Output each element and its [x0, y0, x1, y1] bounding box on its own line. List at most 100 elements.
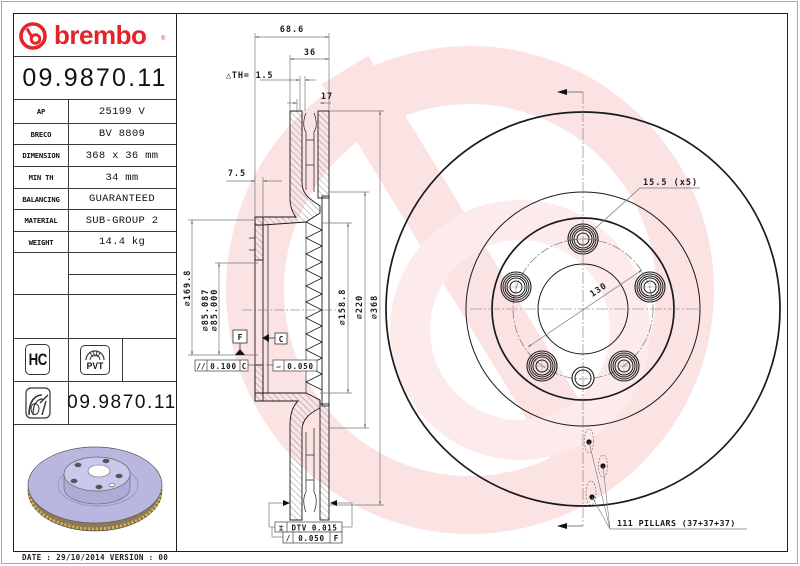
runout-frame: / 0.050 F — [271, 527, 343, 544]
vane-strip — [321, 195, 330, 407]
svg-text:F: F — [238, 333, 243, 342]
lower-right-plate — [319, 403, 330, 521]
svg-text:C: C — [279, 335, 284, 344]
pillars-label: 111 PILLARS (37+37+37) — [617, 518, 736, 528]
brand-name: brembo — [54, 20, 147, 50]
parallelism-frame: // 0.100 C — [194, 359, 256, 372]
badge-row: HC PVT — [14, 338, 176, 381]
spec-table: brembo ® 09.9870.11 AP 25199 V BRECO BV … — [13, 13, 177, 552]
dtv-frame: ⌶ DTV 0.015 — [268, 500, 353, 533]
brake-disc-render — [27, 446, 163, 532]
logo-row: brembo ® — [14, 14, 176, 56]
dim-thickness: 36 — [304, 48, 316, 58]
column-divider — [68, 253, 69, 294]
dim-overall-height: 68.6 — [280, 25, 304, 35]
spec-label: AP — [14, 100, 69, 123]
svg-text://: // — [196, 362, 206, 371]
gdt-annotations: F C // 0.100 C ▱ 0.050 — [194, 329, 353, 544]
bolt-hole — [500, 271, 532, 303]
part-number-row: 09.9870.11 — [14, 56, 176, 99]
vent-arc-icon — [85, 350, 105, 361]
bolt-hole — [608, 350, 640, 382]
spec-value: GUARANTEED — [88, 193, 155, 205]
spec-value: 368 x 36 mm — [85, 149, 159, 162]
dim-dia-center-max: ⌀85.087 — [201, 289, 211, 332]
flatness-frame: ▱ 0.050 — [266, 359, 318, 372]
dim-vane-width: 17 — [321, 92, 333, 102]
part-number: 09.9870.11 — [22, 63, 168, 92]
svg-text:0.050: 0.050 — [287, 362, 314, 371]
spec-label: BRECO — [14, 124, 69, 144]
upper-right-plate — [317, 110, 330, 199]
dim-dia-inner: ⌀158.8 — [338, 289, 348, 326]
datum-c: C — [262, 332, 288, 345]
spec-label: MIN TH — [14, 167, 69, 188]
spec-label: BALANCING — [14, 189, 69, 209]
empty-row — [14, 294, 176, 338]
spec-value: 25199 V — [98, 105, 146, 118]
dim-dia-braking: ⌀220 — [355, 295, 365, 319]
spec-value: 14.4 kg — [98, 236, 146, 248]
section-dimension-labels: 68.6 36 △TH= 1.5 17 7.5 ⌀169.8 ⌀85.087 ⌀… — [183, 25, 380, 331]
spec-label: WEIGHT — [14, 232, 69, 252]
registered-mark: ® — [161, 36, 166, 42]
bolt-hole — [634, 271, 666, 303]
spec-row-dimension: DIMENSION 368 x 36 mm — [14, 144, 176, 166]
column-divider — [68, 339, 69, 381]
pvt-badge-icon: PVT — [80, 345, 110, 375]
spec-row-balancing: BALANCING GUARANTEED — [14, 188, 176, 209]
brembo-logo-icon — [19, 22, 47, 50]
section-arrow-top — [557, 89, 567, 95]
part-number-bottom: 09.9870.11 — [67, 392, 177, 413]
pvt-badge-label: PVT — [86, 361, 104, 372]
svg-text:DTV 0.015: DTV 0.015 — [291, 524, 337, 533]
column-divider — [68, 295, 69, 338]
part-number-bottom-row: 09.9870.11 — [14, 381, 176, 424]
spec-value: BV 8809 — [98, 128, 146, 140]
spec-row-material: MATERIAL SUB-GROUP 2 — [14, 209, 176, 231]
spec-row-breco: BRECO BV 8809 — [14, 123, 176, 144]
column-divider — [122, 339, 123, 381]
spec-label: MATERIAL — [14, 210, 69, 231]
disc-wear-icon — [25, 387, 51, 419]
bolt-hole-label: 15.5 (x5) — [643, 178, 698, 188]
product-render-row — [14, 424, 176, 551]
spec-value: 34 mm — [105, 171, 139, 184]
empty-row — [14, 252, 176, 294]
spec-row-ap: AP 25199 V — [14, 99, 176, 123]
bolt-hole-leader — [589, 187, 700, 234]
svg-text:▱: ▱ — [276, 362, 281, 371]
bolt-hole — [567, 223, 599, 255]
spec-row-weight: WEIGHT 14.4 kg — [14, 231, 176, 252]
svg-text:/: / — [286, 534, 291, 543]
column-divider — [68, 382, 69, 424]
spec-label: DIMENSION — [14, 145, 69, 166]
svg-text:⌶: ⌶ — [279, 524, 284, 533]
dim-dia-outer: ⌀368 — [370, 295, 380, 319]
hc-badge-icon: HC — [25, 344, 50, 375]
pillar-markers — [584, 428, 747, 530]
lower-ring-section — [254, 392, 321, 521]
row-divider — [68, 274, 176, 275]
dim-dia-hat: ⌀169.8 — [183, 270, 193, 307]
dim-delta-th: △TH= 1.5 — [226, 71, 273, 81]
pcd-dimension-line — [527, 269, 643, 348]
spec-row-min-th: MIN TH 34 mm — [14, 166, 176, 188]
upper-ring-section — [254, 110, 321, 226]
dim-hat-offset: 7.5 — [228, 169, 246, 179]
dim-dia-center-min: ⌀85.000 — [210, 289, 220, 332]
locating-pin-hole — [571, 366, 595, 390]
svg-text:0.050: 0.050 — [298, 534, 325, 543]
front-view — [385, 89, 781, 530]
svg-text:F: F — [334, 534, 339, 543]
svg-text:0.100: 0.100 — [210, 362, 237, 371]
hc-badge-label: HC — [28, 349, 47, 369]
section-arrow-bottom — [557, 523, 567, 529]
bolt-hole — [526, 350, 558, 382]
spec-value: SUB-GROUP 2 — [85, 214, 159, 227]
datum-f: F — [232, 329, 248, 355]
footer-date-version: DATE : 29/10/2014 VERSION : 00 — [22, 553, 169, 562]
svg-text:C: C — [242, 362, 247, 371]
